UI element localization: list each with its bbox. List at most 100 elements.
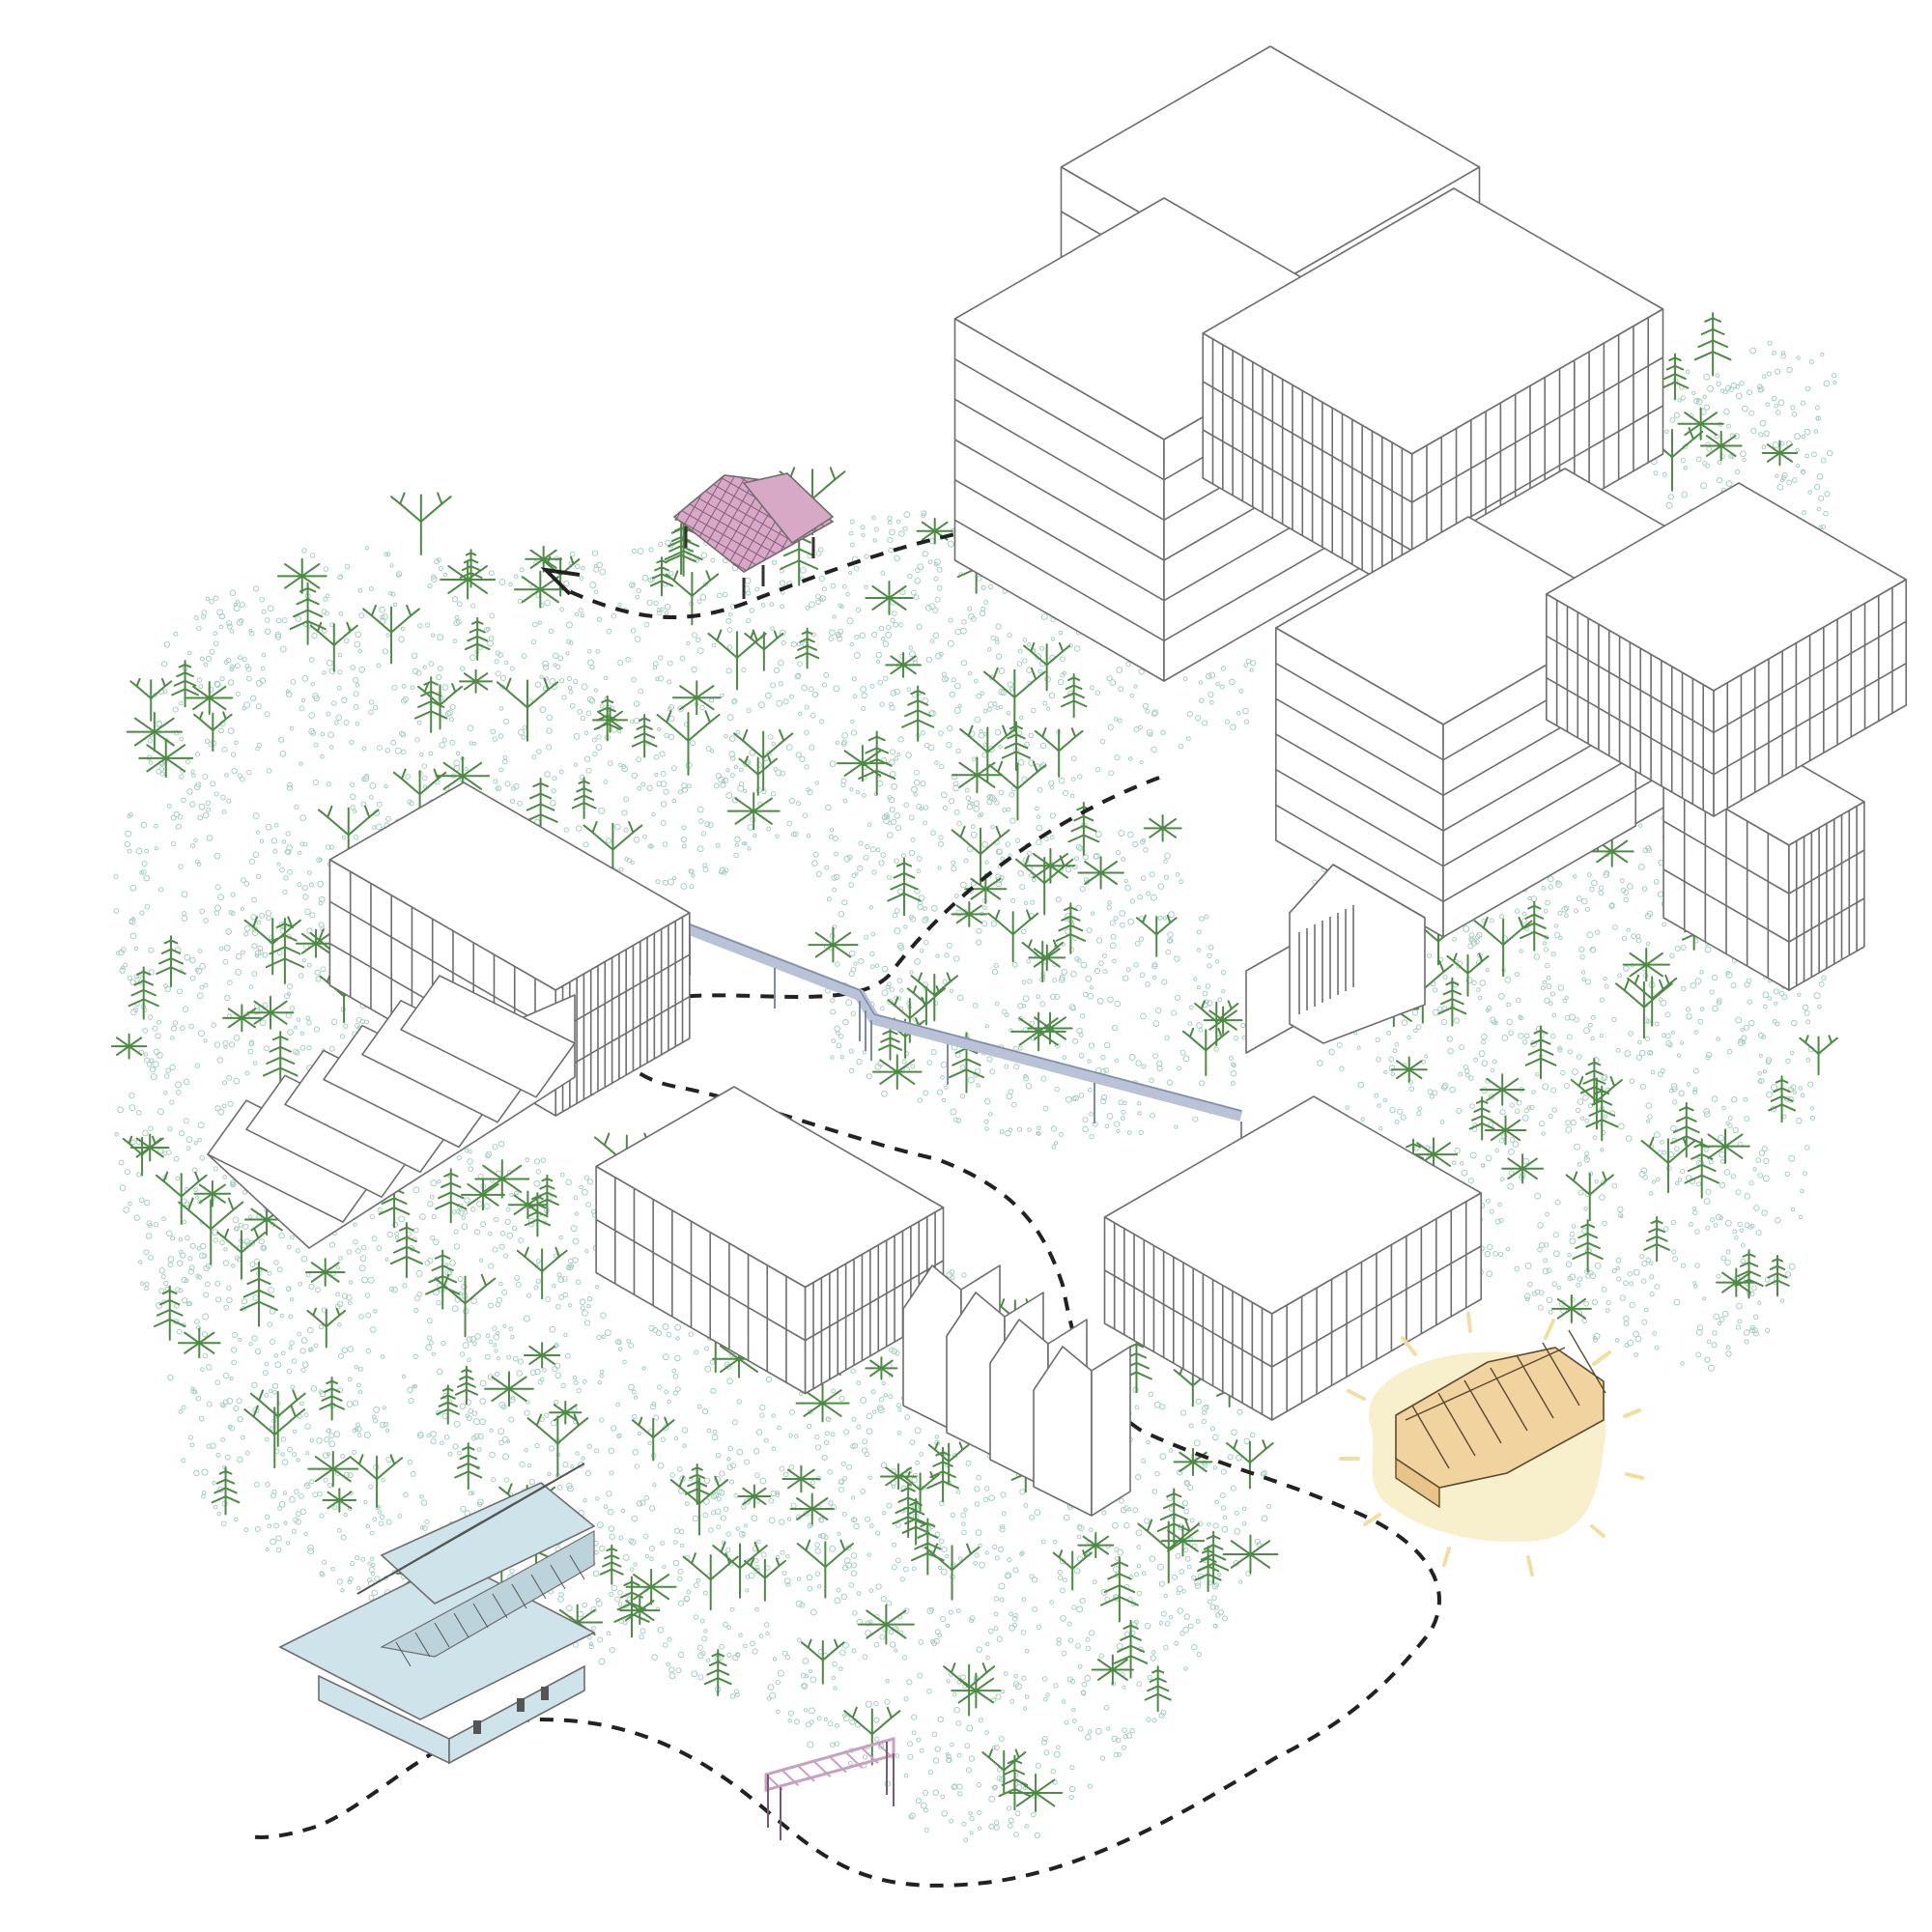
shrub-dot xyxy=(887,998,894,1006)
shrub-dot xyxy=(765,692,772,699)
shrub-dot xyxy=(1004,1573,1010,1579)
shrub-dot xyxy=(1580,970,1586,975)
shrub-dot xyxy=(969,1615,976,1621)
shrub-dot xyxy=(1437,1006,1443,1011)
shrub-dot xyxy=(1617,1206,1624,1213)
shrub-dot xyxy=(1476,931,1483,939)
shrub-dot xyxy=(487,639,495,647)
shrub-dot xyxy=(291,1528,297,1534)
shrub-dot xyxy=(582,841,589,848)
shrub-dot xyxy=(1087,992,1094,1000)
shrub-dot xyxy=(809,1707,815,1715)
shrub-dot xyxy=(1694,1229,1700,1235)
shrub-dot xyxy=(640,781,646,787)
shrub-dot xyxy=(229,664,236,670)
shrub-dot xyxy=(1565,1261,1573,1268)
shrub-dot xyxy=(376,823,383,831)
shrub-dot xyxy=(1187,1485,1194,1491)
shrub-dot xyxy=(941,1810,949,1817)
shrub-dot xyxy=(584,1470,591,1477)
shrub-dot xyxy=(1109,920,1116,926)
shrub-dot xyxy=(772,1657,778,1662)
shrub-dot xyxy=(1644,1036,1651,1041)
shrub-dot xyxy=(464,1197,470,1204)
shrub-dot xyxy=(233,1077,241,1085)
shrub-dot xyxy=(449,703,456,710)
shrub-dot xyxy=(181,797,186,804)
shrub-dot xyxy=(780,629,786,637)
shrub-dot xyxy=(1415,1024,1422,1030)
shrub-dot xyxy=(916,855,923,862)
shrub-dot xyxy=(543,664,550,670)
shrub-dot xyxy=(1151,961,1158,968)
shrub-dot xyxy=(970,824,976,830)
shrub-dot xyxy=(1548,1001,1553,1006)
shrub-dot xyxy=(1234,1510,1239,1516)
shrub-dot xyxy=(1452,937,1457,942)
shrub-dot xyxy=(495,786,499,791)
shrub-dot xyxy=(1542,980,1548,985)
shrub-dot xyxy=(113,873,119,880)
shrub-dot xyxy=(519,567,525,573)
shrub-dot xyxy=(1761,1035,1767,1039)
shrub-dot xyxy=(1177,1468,1183,1476)
shrub-dot xyxy=(1691,390,1696,396)
shrub-dot xyxy=(1196,929,1202,935)
shrub-dot xyxy=(479,1418,487,1426)
shrub-dot xyxy=(1704,946,1712,953)
shrub-dot xyxy=(328,1045,335,1052)
shrub-dot xyxy=(262,1002,269,1009)
shrub-dot xyxy=(170,1036,175,1040)
shrub-dot xyxy=(1001,1690,1006,1694)
shrub-dot xyxy=(369,1213,376,1220)
shrub-dot xyxy=(1634,1352,1638,1357)
shrub-dot xyxy=(1151,746,1157,753)
shrub-dot xyxy=(299,1031,304,1037)
shrub-dot xyxy=(218,946,224,952)
shrub-dot xyxy=(440,1440,444,1445)
shrub-dot xyxy=(1749,1327,1756,1334)
shrub-dot xyxy=(845,999,853,1007)
shrub-dot xyxy=(117,1106,125,1114)
shrub-dot xyxy=(463,1209,469,1215)
shrub-dot xyxy=(349,1280,354,1285)
shrub-dot xyxy=(1439,1120,1445,1124)
shrub-dot xyxy=(1474,939,1480,945)
shrub-dot xyxy=(818,575,825,582)
shrub-dot xyxy=(194,752,201,757)
shrub-dot xyxy=(204,738,211,744)
shrub-dot xyxy=(908,849,916,857)
shrub-dot xyxy=(691,1670,698,1678)
shrub-dot xyxy=(270,838,277,844)
shrub-dot xyxy=(1775,368,1781,375)
shrub-dot xyxy=(382,648,388,655)
shrub-dot xyxy=(946,1271,953,1278)
shrub-dot xyxy=(1079,886,1086,893)
shrub-dot xyxy=(1179,1631,1185,1636)
shrub-dot xyxy=(256,873,262,879)
shrub-dot xyxy=(1250,660,1257,667)
shrub-dot xyxy=(807,1574,813,1581)
shrub-dot xyxy=(1175,872,1180,877)
shrub-dot xyxy=(229,667,235,672)
shrub-dot xyxy=(945,1623,951,1629)
shrub-dot xyxy=(1514,1265,1520,1272)
shrub-dot xyxy=(1780,351,1786,355)
shrub-dot xyxy=(675,1386,681,1392)
shrub-dot xyxy=(808,1408,813,1415)
shrub-dot xyxy=(201,610,208,615)
shrub-dot xyxy=(265,1482,270,1488)
shrub-dot xyxy=(371,1589,378,1597)
shrub-dot xyxy=(1767,996,1772,1001)
shrub-dot xyxy=(621,764,627,769)
shrub-dot xyxy=(419,1525,425,1530)
shrub-dot xyxy=(1077,845,1084,852)
shrub-dot xyxy=(657,1627,665,1634)
shrub-dot xyxy=(363,1432,371,1438)
shrub-dot xyxy=(1133,726,1140,732)
shrub-dot xyxy=(227,980,233,986)
shrub-dot xyxy=(504,1218,511,1226)
shrub-dot xyxy=(556,1484,563,1491)
shrub-dot xyxy=(1088,1088,1093,1093)
shrub-dot xyxy=(1807,490,1812,495)
